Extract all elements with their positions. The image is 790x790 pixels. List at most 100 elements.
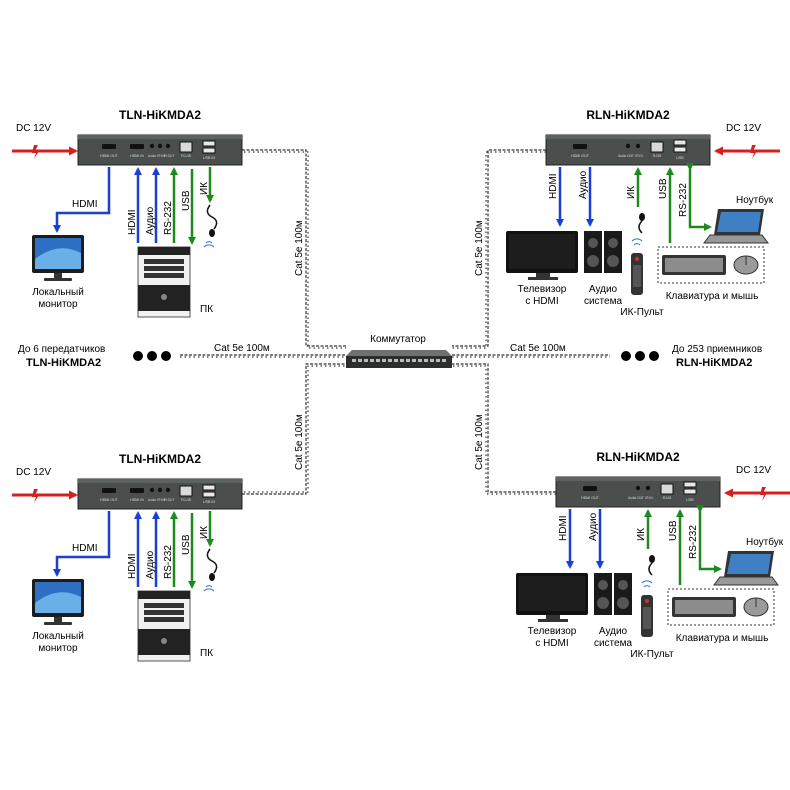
remote-label: ИК-Пульт xyxy=(630,649,674,660)
pc-tower-icon xyxy=(137,590,191,662)
rj45-port xyxy=(660,483,674,495)
rj45-port xyxy=(650,141,664,153)
keyboard-icon xyxy=(662,255,726,275)
cable-label-tx-top: Cat 5e 100м xyxy=(294,220,305,276)
usb-in-port xyxy=(202,140,216,147)
svg-text:IR IN: IR IN xyxy=(157,154,165,158)
svg-text:HDMI OUT: HDMI OUT xyxy=(100,498,119,502)
svg-text:RJ-45: RJ-45 xyxy=(181,154,191,158)
sig-ir-label: ИК xyxy=(626,186,637,199)
sig-rs232-label: RS-232 xyxy=(163,545,174,579)
hdmi-label: HDMI xyxy=(72,543,98,554)
ir-emitter-icon xyxy=(203,548,218,592)
hdmi-out-port xyxy=(102,488,116,493)
pc-label: ПК xyxy=(200,304,213,315)
monitor-label-1: Локальный xyxy=(32,631,84,642)
speakers-icon xyxy=(584,231,622,273)
dc-label: DC 12V xyxy=(736,465,771,476)
svg-text:IR OUT: IR OUT xyxy=(164,154,175,158)
tx-title: TLN-HiKMDA2 xyxy=(119,108,201,122)
sig-ir-label: ИК xyxy=(199,182,210,195)
audio-port xyxy=(149,487,155,493)
svg-text:RJ-45: RJ-45 xyxy=(181,498,191,502)
pc-tower-icon xyxy=(137,246,191,318)
kbd-mouse-box xyxy=(657,246,765,284)
svg-text:IR IN: IR IN xyxy=(645,496,653,500)
tx-title: TLN-HiKMDA2 xyxy=(119,452,201,466)
ir-emitter-icon xyxy=(203,204,218,248)
laptop-label: Ноутбук xyxy=(736,194,774,206)
audio-label-1: Аудио xyxy=(589,284,618,295)
rx-title: RLN-HiKMDA2 xyxy=(586,108,670,122)
rj45-port xyxy=(179,141,193,153)
rx-more-label-1: До 253 приемников xyxy=(672,344,762,355)
sig-audio-label: Аудио xyxy=(578,170,589,199)
svg-text:HDMI IN: HDMI IN xyxy=(130,154,144,158)
tv-icon xyxy=(506,231,578,280)
lightning-icon xyxy=(760,487,767,501)
speakers-icon xyxy=(594,573,632,615)
tx-device-body xyxy=(77,478,243,510)
keyboard-icon xyxy=(672,597,736,617)
ir-receiver-icon xyxy=(638,213,645,234)
svg-text:IR IN: IR IN xyxy=(157,498,165,502)
sig-audio-label: Аудио xyxy=(145,550,156,579)
svg-text:USB IN: USB IN xyxy=(203,500,215,504)
monitor-label-2: монитор xyxy=(38,643,78,654)
hdmi-out-port xyxy=(583,486,597,491)
tv-label-1: Телевизор xyxy=(518,284,567,295)
svg-text:RJ45: RJ45 xyxy=(653,154,661,158)
cable-tx-bot xyxy=(242,363,346,495)
hdmi-out-arrow xyxy=(53,511,111,577)
tv-label-1: Телевизор xyxy=(528,626,577,637)
mouse-icon xyxy=(743,597,769,617)
svg-text:USB: USB xyxy=(686,498,694,502)
transmitter-bottom: TLN-HiKMDA2 DC 12V HDMI OUT HDMI IN Audi… xyxy=(12,452,243,662)
rs232-arrow xyxy=(696,505,722,573)
remote-icon xyxy=(631,238,643,295)
svg-text:USB IN: USB IN xyxy=(203,156,215,160)
audio-out-port xyxy=(625,143,631,149)
mouse-icon xyxy=(733,255,759,275)
more-tx-dots xyxy=(133,351,171,361)
hdmi-out-port xyxy=(102,144,116,149)
hdmi-out-arrow xyxy=(53,167,111,233)
monitor-label-1: Локальный xyxy=(32,287,84,298)
sig-audio-label: Аудио xyxy=(145,206,156,235)
cable-rx-top xyxy=(452,149,546,347)
dc-label: DC 12V xyxy=(16,467,51,478)
svg-text:HDMI OUT: HDMI OUT xyxy=(571,154,590,158)
svg-text:HDMI IN: HDMI IN xyxy=(130,498,144,502)
monitor-icon xyxy=(32,235,84,281)
svg-text:RJ45: RJ45 xyxy=(663,496,671,500)
transmitter-top: TLN-HiKMDA2 DC 12V HDMI OUT HDMI IN Audi… xyxy=(12,108,243,318)
svg-text:IR OUT: IR OUT xyxy=(164,498,175,502)
sig-usb-label: USB xyxy=(658,178,669,199)
network-switch-icon xyxy=(346,350,452,368)
hdmi-label: HDMI xyxy=(72,199,98,210)
lightning-icon xyxy=(32,489,39,503)
laptop-icon xyxy=(713,551,779,586)
receiver-top: RLN-HiKMDA2 DC 12V HDMI OUT Audio OUT IR… xyxy=(506,108,780,318)
more-rx-dots xyxy=(621,351,659,361)
sig-audio-label: Аудио xyxy=(588,512,599,541)
audio-label-2: система xyxy=(584,296,622,307)
sig-usb-label: USB xyxy=(668,520,679,541)
cable-tx-top xyxy=(242,149,346,347)
monitor-label-2: монитор xyxy=(38,299,78,310)
ir-in-port xyxy=(635,143,641,149)
svg-text:USB: USB xyxy=(676,156,684,160)
cable-label-left: Cat 5e 100м xyxy=(214,343,270,354)
sig-rs232-label: RS-232 xyxy=(688,525,699,559)
tv-icon xyxy=(516,573,588,622)
sig-rs232-label: RS-232 xyxy=(163,201,174,235)
hdmi-out-port xyxy=(573,144,587,149)
cable-rx-bot xyxy=(452,363,556,493)
tv-label-2: с HDMI xyxy=(535,638,568,649)
remote-icon xyxy=(641,580,653,637)
ir-in-port xyxy=(157,143,163,149)
hdmi-in-port xyxy=(130,488,144,493)
cable-label-tx-bot: Cat 5e 100м xyxy=(294,414,305,470)
laptop-icon xyxy=(703,209,769,244)
